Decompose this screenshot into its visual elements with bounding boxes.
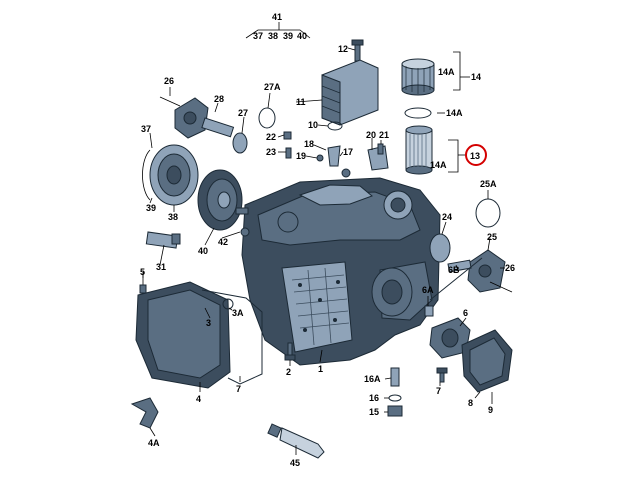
callout-7: 7 xyxy=(236,384,241,394)
callout-40-left: 40 xyxy=(198,246,208,256)
part-15-drain-plug xyxy=(387,405,403,417)
callout-2: 2 xyxy=(286,367,291,377)
callout-37-top: 37 xyxy=(253,31,263,41)
part-3-gasket xyxy=(201,289,263,385)
callout-15: 15 xyxy=(369,407,379,417)
callout-24: 24 xyxy=(442,212,452,222)
callout-3A: 3A xyxy=(232,308,244,318)
callout-10: 10 xyxy=(308,120,318,130)
part-11-oil-cooler xyxy=(321,59,379,126)
part-6B-rod xyxy=(429,257,483,301)
callout-22: 22 xyxy=(266,132,276,142)
callout-13: 13 xyxy=(470,151,480,161)
part-27A-o-ring xyxy=(258,107,276,129)
callout-31: 31 xyxy=(156,262,166,272)
part-17 xyxy=(327,145,341,167)
part-37-circlip xyxy=(142,149,151,201)
transmission-housing xyxy=(241,177,441,366)
part-23 xyxy=(285,147,292,159)
callout-38-top: 38 xyxy=(268,31,278,41)
callout-38-left: 38 xyxy=(168,212,178,222)
callout-26-right: 26 xyxy=(505,263,515,273)
leader-lines xyxy=(142,47,505,455)
highlight-circle xyxy=(465,144,487,166)
callout-3: 3 xyxy=(206,318,211,328)
part-31-sensor xyxy=(145,231,181,249)
part-12-bolt xyxy=(351,39,364,62)
callout-45: 45 xyxy=(290,458,300,468)
part-3A-seal xyxy=(222,298,234,310)
part-4A-bracket xyxy=(130,397,159,429)
callout-20: 20 xyxy=(366,130,376,140)
callout-6: 6 xyxy=(463,308,468,318)
callout-21: 21 xyxy=(379,130,389,140)
part-24-seal xyxy=(429,233,451,263)
callout-11: 11 xyxy=(296,97,306,107)
callout-39-left: 39 xyxy=(146,203,156,213)
callout-16: 16 xyxy=(369,393,379,403)
callout-28: 28 xyxy=(214,94,224,104)
callout-26-left: 26 xyxy=(164,76,174,86)
callout-9: 9 xyxy=(488,405,493,415)
callout-25: 25 xyxy=(487,232,497,242)
part-16-seal xyxy=(388,394,402,402)
callout-19: 19 xyxy=(296,151,306,161)
part-26-bolt-right xyxy=(489,281,513,293)
part-26-bolt-left xyxy=(159,96,181,107)
callout-6B: 6B xyxy=(448,265,460,275)
part-6A-plug xyxy=(424,305,434,317)
part-4-side-cover xyxy=(135,281,231,389)
part-7-bolt xyxy=(436,367,448,383)
callout-14A-top: 14A xyxy=(438,67,455,77)
callout-1: 1 xyxy=(318,364,323,374)
part-13-oil-filter xyxy=(405,125,433,175)
part-42 xyxy=(240,227,250,237)
callout-4: 4 xyxy=(196,394,201,404)
part-8-rear-cover xyxy=(461,329,513,393)
callout-41: 41 xyxy=(272,12,282,22)
callout-16A: 16A xyxy=(364,374,381,384)
callout-41-group: 41 37 38 39 40 xyxy=(245,12,311,41)
part-14-filter-cover xyxy=(401,58,435,96)
part-19 xyxy=(316,154,324,162)
part-21 xyxy=(377,143,384,155)
part-25A-o-ring xyxy=(475,198,501,228)
callout-23: 23 xyxy=(266,147,276,157)
part-45-sealant-tube xyxy=(267,423,325,459)
callout-27: 27 xyxy=(238,108,248,118)
callout-6A: 6A xyxy=(422,285,434,295)
callout-14A-mid: 14A xyxy=(446,108,463,118)
callout-37-left: 37 xyxy=(141,124,151,134)
callout-18: 18 xyxy=(304,139,314,149)
callout-12: 12 xyxy=(338,44,348,54)
part-16A-drain-tube xyxy=(390,367,400,387)
callout-8: 8 xyxy=(468,398,473,408)
callout-17: 17 xyxy=(343,147,353,157)
part-38-clutch-plate xyxy=(149,144,199,206)
callout-labels: 12 14A 14 14A 14A 26 27A 11 28 27 22 23 … xyxy=(140,44,515,468)
part-25-drive-flange-right xyxy=(447,249,506,293)
callout-14: 14 xyxy=(471,72,481,82)
callout-39-top: 39 xyxy=(283,31,293,41)
part-22 xyxy=(283,131,292,140)
callout-42: 42 xyxy=(218,237,228,247)
callout-25A: 25A xyxy=(480,179,497,189)
callout-14A-low: 14A xyxy=(430,160,447,170)
callout-5: 5 xyxy=(140,267,145,277)
callout-4A: 4A xyxy=(148,438,160,448)
callout-13-highlighted[interactable]: 13 xyxy=(465,144,487,166)
callout-7-right: 7 xyxy=(436,386,441,396)
part-14A-seal xyxy=(404,107,432,119)
part-6-actuator xyxy=(429,317,471,359)
part-28-drive-flange xyxy=(174,97,235,139)
callout-40-top: 40 xyxy=(297,31,307,41)
part-27-seal xyxy=(232,132,248,154)
callout-27A: 27A xyxy=(264,82,281,92)
part-40-dual-clutch xyxy=(197,169,249,231)
part-18 xyxy=(341,168,351,178)
